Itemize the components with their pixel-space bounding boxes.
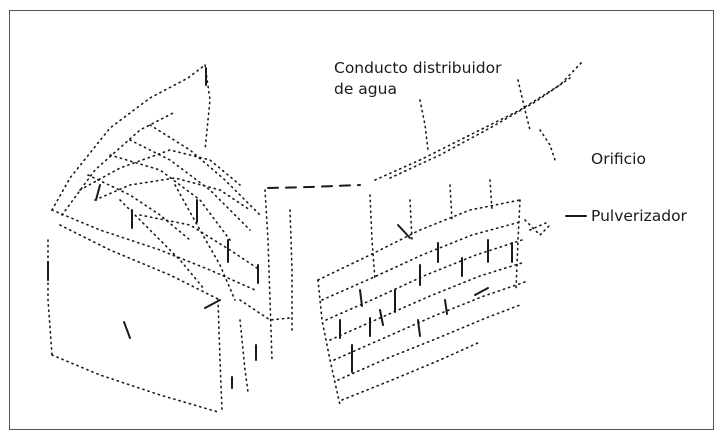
figure-frame (9, 10, 714, 430)
pulverizador-leader-dots (529, 221, 549, 231)
sprinkler-nozzle-marks (339, 224, 513, 373)
label-conducto-line2: de agua (334, 80, 397, 98)
label-conducto-line1: Conducto distribuidor (334, 59, 502, 77)
left-housing-solid-marks (47, 67, 259, 389)
left-housing-illustration (47, 64, 293, 413)
label-pulverizador: Pulverizador (591, 207, 687, 225)
label-conducto-distribuidor: Conducto distribuidor de agua (334, 58, 501, 100)
right-sprinkler-illustration (317, 61, 583, 406)
label-orificio: Orificio (591, 150, 646, 168)
pipe-connection (267, 184, 361, 189)
